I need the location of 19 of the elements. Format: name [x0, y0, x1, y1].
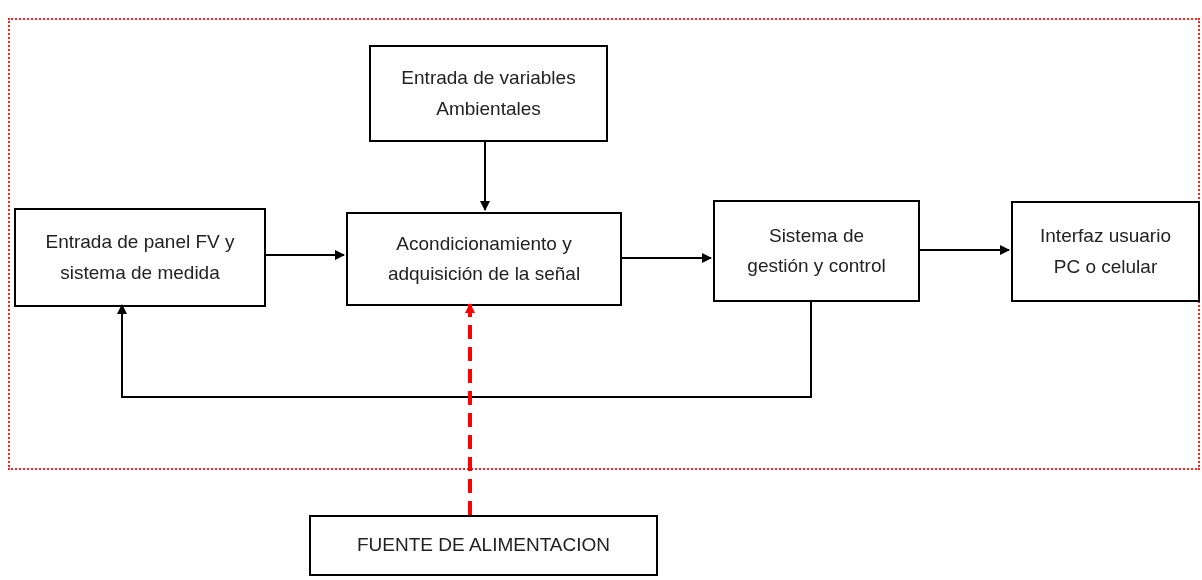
- box-label: Sistema de gestión y control: [747, 223, 886, 278]
- box-label: FUENTE DE ALIMENTACION: [357, 533, 610, 558]
- group-frame: [8, 18, 1200, 470]
- process-box: [1011, 201, 1200, 302]
- box-label: Entrada de panel FV y sistema de medida: [44, 230, 236, 285]
- box-label: Acondicionamiento y adquisición de la señal: [386, 231, 582, 286]
- box-label: Interfaz usuario PC o celular: [1039, 224, 1172, 279]
- process-box: [713, 200, 920, 302]
- arrow: [465, 303, 475, 515]
- arrow: [263, 250, 345, 260]
- process-box: [309, 515, 658, 576]
- arrow: [917, 245, 1010, 255]
- arrow: [117, 299, 812, 398]
- box-label: Entrada de variables Ambientales: [400, 66, 577, 121]
- process-box: [369, 45, 608, 142]
- process-box: [14, 208, 266, 307]
- arrow: [480, 139, 490, 211]
- arrow: [619, 253, 712, 263]
- process-box: [346, 212, 622, 306]
